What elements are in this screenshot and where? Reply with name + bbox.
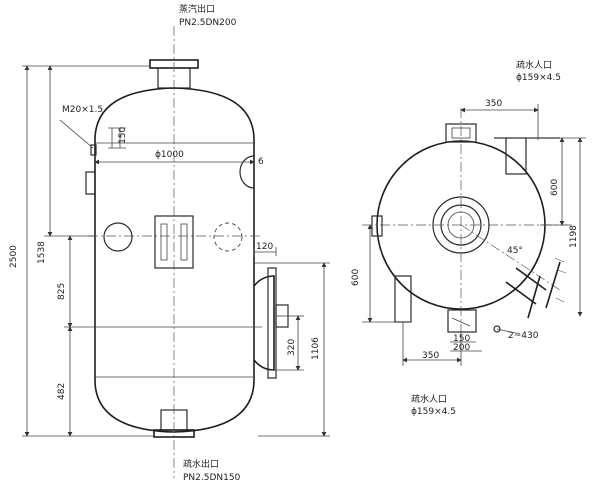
dim-320: 320	[287, 339, 297, 356]
top-right-pipe	[494, 137, 560, 175]
bottom-lug	[447, 309, 477, 333]
steam-outlet-name: 蒸汽出口	[179, 3, 215, 15]
dim-825: 825	[57, 283, 67, 300]
top-lug	[445, 123, 477, 143]
side-inlet	[253, 267, 289, 379]
dim-150-side: 150	[453, 334, 470, 344]
drain-inlet-bottom-name: 疏水人口	[411, 393, 447, 405]
left-drain-pipe	[394, 275, 412, 323]
annotations: 蒸汽出口 PN2.5DN200 疏水出口 PN2.5DN150 疏水人口 ϕ15…	[9, 3, 579, 483]
dim-600-left: 600	[351, 269, 361, 286]
front-right-dims	[253, 247, 330, 437]
side-nozzle-left	[85, 171, 96, 195]
inner-baffle	[154, 215, 194, 269]
drain-inlet-top-name: 疏水人口	[516, 59, 552, 71]
dim-482: 482	[57, 383, 67, 400]
dim-45-deg: 45°	[507, 246, 523, 256]
manhole-left	[103, 222, 133, 252]
bolt-boss	[90, 144, 97, 156]
front-left-dims	[22, 65, 262, 437]
drain-inlet-bottom-spec: ϕ159×4.5	[411, 407, 456, 417]
dim-150-front: 150	[118, 127, 128, 144]
drain-outlet-spec: PN2.5DN150	[183, 473, 241, 483]
dim-350-top: 350	[485, 99, 502, 109]
drain-inlet-top-spec: ϕ159×4.5	[516, 73, 561, 83]
dim-350-bottom: 350	[422, 351, 439, 361]
dim-2500: 2500	[9, 245, 19, 268]
dim-6: 6	[258, 157, 264, 167]
drain-outlet-name: 疏水出口	[183, 458, 219, 470]
manhole-right	[213, 222, 243, 252]
vessel-shell	[94, 87, 255, 433]
hatch-marks	[554, 257, 567, 303]
front-view	[22, 26, 330, 478]
dim-600-right: 600	[550, 179, 560, 196]
dim-1106: 1106	[311, 337, 321, 360]
bolt-spec: M20×1.5	[62, 105, 103, 115]
side-view	[362, 104, 586, 366]
dim-phi1000: ϕ1000	[155, 150, 184, 160]
steam-outlet-spec: PN2.5DN200	[179, 18, 237, 28]
dim-1538: 1538	[37, 241, 47, 264]
dim-1198: 1198	[569, 225, 579, 248]
dim-120: 120	[256, 242, 273, 252]
dim-200-side: 200	[453, 343, 470, 353]
angled-inlet	[493, 261, 561, 335]
right-boss	[239, 155, 255, 189]
dim-2-430: 2~430	[508, 331, 539, 341]
